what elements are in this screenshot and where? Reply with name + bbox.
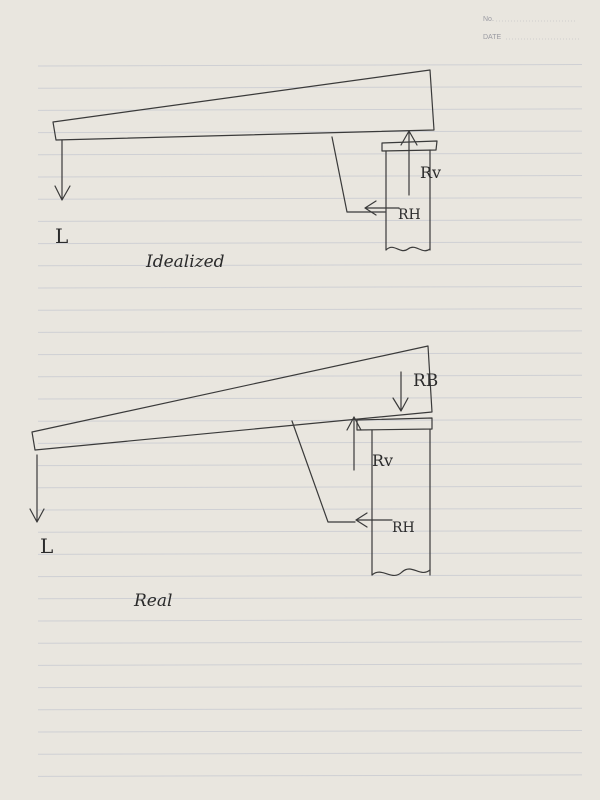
real-rh-arrow (355, 512, 393, 528)
real-bearing-plate (356, 417, 433, 431)
idealized-caption: Idealized (145, 252, 225, 272)
real-caption: Real (133, 591, 172, 611)
real-rb-arrow (392, 371, 409, 412)
real-rv-arrow (346, 416, 362, 471)
ruled-line (37, 130, 583, 134)
ruled-line (37, 707, 583, 711)
date-field-label: DATE (483, 34, 501, 41)
real-column (371, 428, 431, 576)
idealized-rh-label: RH (398, 207, 421, 223)
ruled-line (37, 441, 583, 444)
real-rh-label: RH (392, 520, 415, 536)
ruled-line (37, 219, 583, 222)
ruled-line (37, 86, 583, 89)
ruled-line (37, 352, 583, 356)
ruled-line (37, 152, 583, 156)
ruled-line (37, 530, 583, 533)
ruled-line (37, 730, 583, 733)
ruled-line (37, 263, 583, 267)
idealized-rh-arrow (364, 200, 400, 216)
ruled-line (37, 774, 583, 777)
ruled-line (37, 552, 583, 555)
ruled-line (37, 197, 583, 200)
idealized-load-label: L (55, 224, 68, 248)
ruled-line (37, 463, 583, 467)
ruled-line (37, 286, 583, 289)
idealized-column (385, 149, 431, 251)
ruled-line (37, 574, 583, 578)
ruled-line (37, 64, 583, 67)
idealized-column-break (385, 246, 431, 252)
ruled-line (37, 663, 583, 666)
real-sketch: L RB Rv RH Real (29, 345, 438, 611)
ruled-line (37, 175, 583, 178)
ruled-lines (37, 64, 583, 777)
ruled-line (37, 596, 583, 600)
ruled-line (37, 485, 583, 489)
idealized-beam (52, 69, 435, 141)
idealized-load-arrow (54, 139, 71, 201)
ruled-line (37, 108, 583, 111)
real-load-label: L (40, 534, 53, 558)
ruled-line (37, 397, 583, 400)
idealized-rv-arrow (400, 130, 418, 196)
real-rv-label: Rv (372, 451, 393, 470)
ruled-line (37, 508, 583, 511)
ruled-line (37, 752, 583, 755)
real-column-break (371, 568, 431, 577)
idealized-bearing-plate (381, 140, 438, 152)
ruled-line (37, 685, 583, 689)
ruled-line (37, 308, 583, 311)
real-load-arrow (29, 454, 45, 523)
real-support-bracket (291, 420, 356, 523)
ruled-line (37, 641, 583, 644)
no-field-label: No. (483, 16, 494, 23)
real-beam (31, 345, 433, 451)
ruled-line (37, 374, 583, 378)
real-rb-label: RB (413, 371, 438, 391)
ruled-line (37, 241, 583, 245)
ruled-line (37, 619, 583, 622)
ruled-line (37, 330, 583, 333)
idealized-rv-label: Rv (420, 163, 441, 182)
idealized-sketch: L Rv RH Idealized (52, 69, 441, 272)
ruled-line (37, 419, 583, 422)
